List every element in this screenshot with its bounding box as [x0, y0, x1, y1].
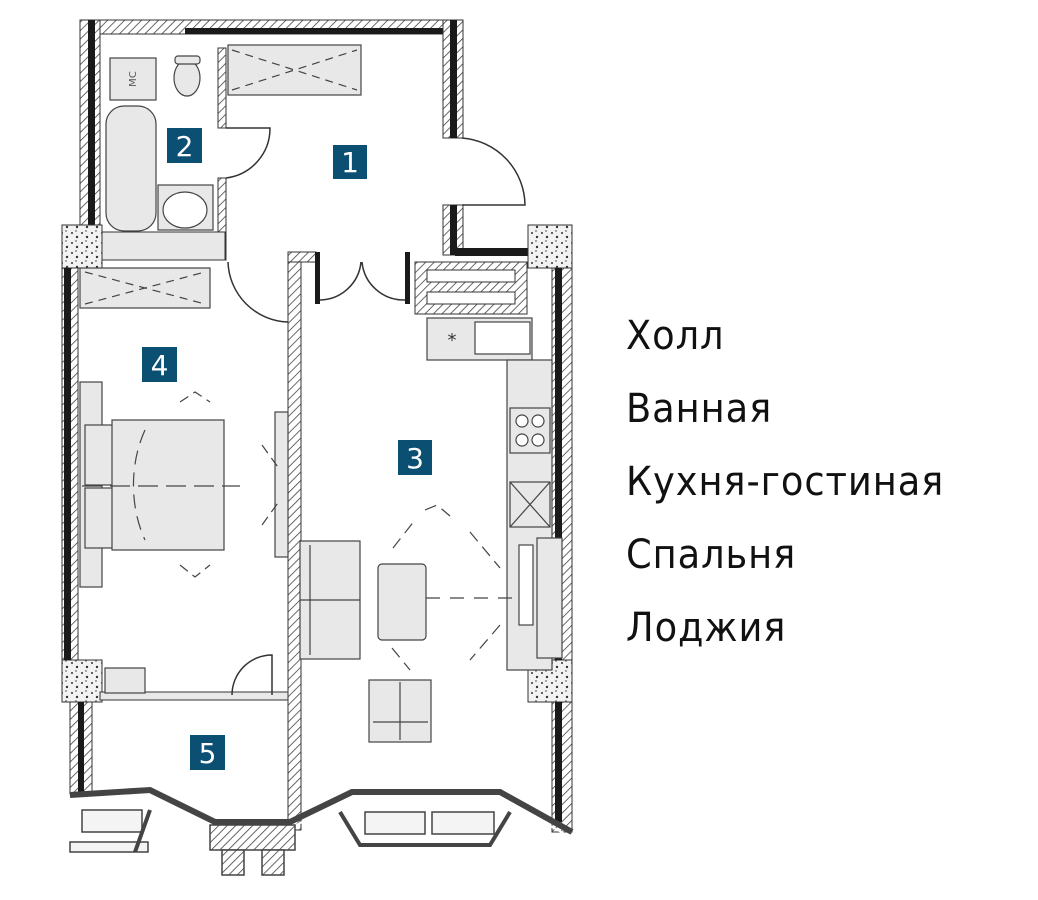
toilet — [173, 59, 201, 97]
kitchen: * — [426, 317, 563, 671]
bedroom-furniture — [79, 381, 289, 694]
hob — [509, 407, 551, 454]
room-badge-4: 4 — [142, 347, 177, 382]
legend-item-hall: Холл — [626, 313, 725, 359]
coffee-table — [377, 563, 427, 641]
bathtub — [105, 105, 157, 232]
legend-item-bedroom: Спальня — [626, 532, 797, 578]
tv — [518, 544, 534, 626]
svg-text:*: * — [448, 330, 457, 351]
living-furniture — [299, 504, 520, 743]
bed — [111, 419, 225, 551]
walls — [61, 19, 573, 833]
legend-item-bathroom: Ванная — [626, 386, 773, 432]
svg-text:1: 1 — [341, 146, 359, 179]
room-badges: 1 2 3 4 5 — [142, 128, 432, 770]
svg-text:5: 5 — [199, 737, 217, 770]
svg-text:3: 3 — [406, 442, 424, 475]
wardrobe-hall — [227, 44, 362, 96]
room-badge-2: 2 — [167, 128, 202, 163]
legend-item-kitchen-living: Кухня-гостиная — [626, 459, 945, 505]
doors — [225, 127, 526, 696]
legend-item-loggia: Лоджия — [626, 605, 787, 651]
room-badge-3: 3 — [398, 440, 432, 475]
loggia-cabinet — [104, 667, 146, 694]
room-badge-1: 1 — [333, 145, 367, 179]
washing-machine-label: МС — [128, 71, 139, 87]
svg-text:2: 2 — [176, 130, 194, 163]
room-legend: Холл Ванная Кухня-гостиная Спальня Лоджи… — [626, 300, 972, 665]
washing-machine — [109, 57, 157, 101]
svg-text:4: 4 — [151, 349, 169, 382]
room-badge-5: 5 — [190, 735, 225, 770]
bedroom-tv — [274, 411, 289, 558]
tv-unit — [536, 537, 563, 659]
bathroom-fixtures: МС — [79, 44, 362, 309]
bay-windows — [69, 786, 574, 876]
